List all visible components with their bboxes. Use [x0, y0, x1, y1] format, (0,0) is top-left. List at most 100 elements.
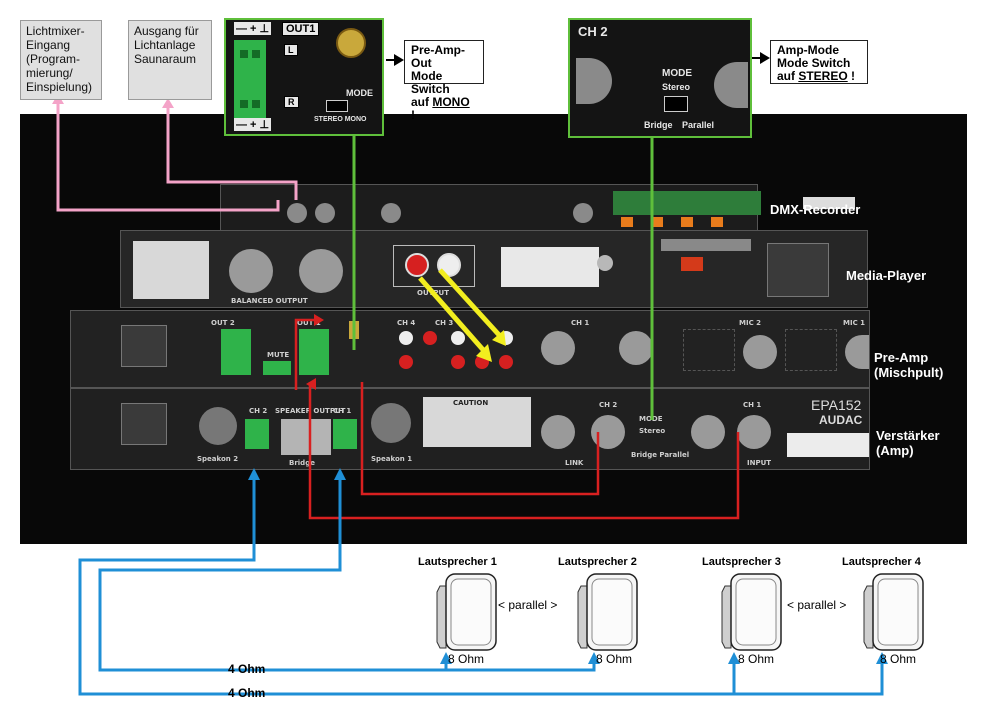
pink-arrow-ausgang	[162, 98, 174, 108]
speaker-2-label: Lautsprecher 2	[558, 556, 637, 568]
out1-top-signs: — + ⊥	[234, 22, 272, 35]
callout-arrowhead-out1	[394, 54, 404, 66]
dmx-recorder-label: DMX-Recorder	[770, 202, 861, 217]
lichtmixer-box: Lichtmixer- Eingang (Program- mierung/ E…	[20, 20, 102, 100]
amp-label: Verstärker (Amp)	[876, 428, 940, 458]
mic2-label: MIC 2	[739, 319, 762, 327]
ch2-xlr-right	[714, 62, 748, 108]
dmx-recorder-device	[220, 184, 855, 232]
speakon2-label: Speakon 2	[197, 455, 239, 463]
amp-callout-line2: Mode Switch	[777, 56, 851, 70]
out1-l-label: L	[284, 44, 298, 56]
blue-arrow-sp1	[440, 652, 452, 664]
ch2-bridge-label: Bridge	[644, 120, 673, 130]
red-wire-to-amp-ch2	[360, 382, 600, 496]
preamp-callout-line2: Mode Switch	[411, 69, 450, 96]
preamp-callout: Pre-Amp-Out Mode Switch auf MONO !	[404, 40, 484, 122]
blue-arrow-ch2	[248, 468, 260, 480]
balanced-output-label: BALANCED OUTPUT	[231, 297, 308, 305]
speaker-4-icon	[863, 573, 924, 651]
speaker-2-ohm: 8 Ohm	[596, 652, 633, 666]
blue-arrow-sp4	[876, 652, 888, 664]
out1-stereo-mono-label: STEREO MONO	[314, 116, 367, 123]
out1-mode-label: MODE	[346, 88, 373, 98]
input-label: INPUT	[747, 459, 772, 467]
speaker-1-label: Lautsprecher 1	[418, 556, 497, 568]
amp-ch2-label: CH 2	[249, 407, 268, 415]
blue-wire-ch2-top	[78, 478, 884, 696]
yellow-wire-2	[418, 276, 487, 354]
ch3-label: CH 3	[435, 319, 454, 327]
preamp-device: OUT 2 MUTE OUT 1 CH 4 CH 3 CH 1 MIC 2 MI…	[70, 310, 870, 388]
red-arrow-ch2	[314, 314, 324, 326]
pink-wire-ausgang	[166, 104, 298, 200]
out1-bottom-signs: — + ⊥	[234, 118, 272, 131]
blue-wire-ch1-top	[98, 478, 596, 672]
ch2-xlr-left	[576, 58, 612, 104]
bus-ohm-2: 4 Ohm	[228, 686, 266, 700]
out1-r-label: R	[284, 96, 299, 108]
amp-ch1b-label: CH 1	[743, 401, 762, 409]
ch2-stereo-label: Stereo	[662, 82, 691, 92]
yellow-wire-1	[438, 268, 502, 338]
amp-ch1-label: CH 1	[333, 407, 352, 415]
ch2-mode-switch[interactable]	[664, 96, 688, 112]
mute-label: MUTE	[267, 351, 290, 359]
ch2-parallel-label: Parallel	[682, 120, 715, 130]
ch4-label: CH 4	[397, 319, 416, 327]
parallel-label-1: < parallel >	[498, 598, 558, 612]
audac-label: AUDAC	[819, 413, 863, 427]
pink-wire-lichtmixer	[56, 100, 280, 212]
out1-header: OUT1	[282, 22, 320, 36]
preamp-callout-mono: MONO	[432, 95, 470, 109]
bridge-label: Bridge	[289, 459, 315, 467]
out2-label: OUT 2	[211, 319, 235, 327]
epa-label: EPA152	[811, 397, 862, 413]
red-wire-preamp	[308, 382, 740, 520]
yellow-arrow-1	[492, 330, 506, 346]
amp-callout-line1: Amp-Mode	[777, 43, 839, 57]
ausgang-box: Ausgang für Lichtanlage Saunaraum	[128, 20, 212, 100]
out1-gold-connector	[336, 28, 366, 58]
link-label: LINK	[565, 459, 584, 467]
speaker-4-ohm: 8 Ohm	[880, 652, 917, 666]
ch1-label: CH 1	[571, 319, 590, 327]
speaker-3-ohm: 8 Ohm	[738, 652, 775, 666]
media-player-device: BALANCED OUTPUT OUTPUT	[120, 230, 868, 308]
yellow-arrow-2	[476, 344, 492, 362]
speaker-1-ohm: 8 Ohm	[448, 652, 485, 666]
parallel-label-2: < parallel >	[787, 598, 847, 612]
out1-label: OUT 1	[297, 319, 321, 327]
caution-label: CAUTION	[453, 399, 489, 407]
preamp-label: Pre-Amp (Mischpult)	[874, 350, 944, 380]
media-player-label: Media-Player	[846, 268, 927, 283]
callout-arrowhead-ch2	[760, 52, 770, 64]
speaker-1-icon	[436, 573, 497, 651]
out1-inset: — + ⊥ — + ⊥ OUT1 L R MODE STEREO MONO	[224, 18, 384, 136]
speaker-4-label: Lautsprecher 4	[842, 556, 921, 568]
bus-ohm-1: 4 Ohm	[228, 662, 266, 676]
ch2-inset-header: CH 2	[578, 24, 608, 39]
speaker-2-icon	[577, 573, 638, 651]
red-wire-ch2	[294, 318, 318, 390]
speaker-3-label: Lautsprecher 3	[702, 556, 781, 568]
mic1-label: MIC 1	[843, 319, 866, 327]
amp-callout-line3: auf STEREO !	[777, 69, 856, 83]
speakon1-label: Speakon 1	[371, 455, 413, 463]
stereo-amp-label: Stereo	[639, 427, 666, 435]
bridge-parallel-label: Bridge Parallel	[631, 451, 690, 459]
amp-ch2b-label: CH 2	[599, 401, 618, 409]
amp-callout-stereo: STEREO	[798, 69, 848, 83]
ch2-mode-label: MODE	[662, 68, 692, 79]
red-arrow-ch1	[306, 378, 316, 390]
blue-arrow-sp3	[728, 652, 740, 664]
preamp-callout-line3: auf MONO !	[411, 95, 470, 122]
amp-callout: Amp-Mode Mode Switch auf STEREO !	[770, 40, 868, 84]
ch2-inset: CH 2 MODE Stereo Bridge Parallel	[568, 18, 752, 138]
blue-arrow-ch1	[334, 468, 346, 480]
speaker-3-icon	[721, 573, 782, 651]
out1-mode-switch[interactable]	[326, 100, 348, 112]
blue-arrow-sp2	[588, 652, 600, 664]
